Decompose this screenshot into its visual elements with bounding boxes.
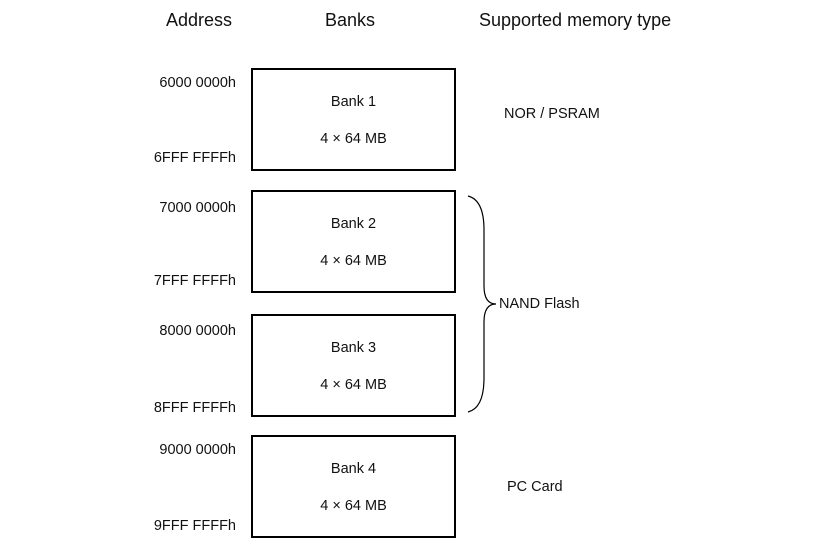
bank4-start-address: 9000 0000h [159,442,236,458]
bank3-start-address: 8000 0000h [159,323,236,339]
bank1-memory-type: NOR / PSRAM [504,106,600,122]
bank1-start-address: 6000 0000h [159,75,236,91]
bank2-start-address: 7000 0000h [159,200,236,216]
bank4-name: Bank 4 [330,461,377,477]
bank3-box: Bank 3 4 × 64 MB [251,314,456,417]
bank4-box: Bank 4 4 × 64 MB [251,435,456,538]
bank2-name: Bank 2 [330,216,377,232]
banks-column-header: Banks [325,10,376,30]
bank2-box: Bank 2 4 × 64 MB [251,190,456,293]
address-column-header: Address [166,10,233,30]
bank3-size: 4 × 64 MB [320,377,387,393]
nand-brace [467,195,497,413]
bank2-size: 4 × 64 MB [320,253,387,269]
bank2-end-address: 7FFF FFFFh [153,273,236,289]
bank3-end-address: 8FFF FFFFh [153,400,236,416]
bank1-end-address: 6FFF FFFFh [153,150,236,166]
bank1-box: Bank 1 4 × 64 MB [251,68,456,171]
bank1-name: Bank 1 [330,94,377,110]
memory-type-column-header: Supported memory type [479,10,672,30]
bank3-name: Bank 3 [330,340,377,356]
bank1-size: 4 × 64 MB [320,131,387,147]
bank4-size: 4 × 64 MB [320,498,387,514]
bank2-3-memory-type: NAND Flash [499,296,580,312]
bank4-end-address: 9FFF FFFFh [153,518,236,534]
bank4-memory-type: PC Card [507,479,563,495]
